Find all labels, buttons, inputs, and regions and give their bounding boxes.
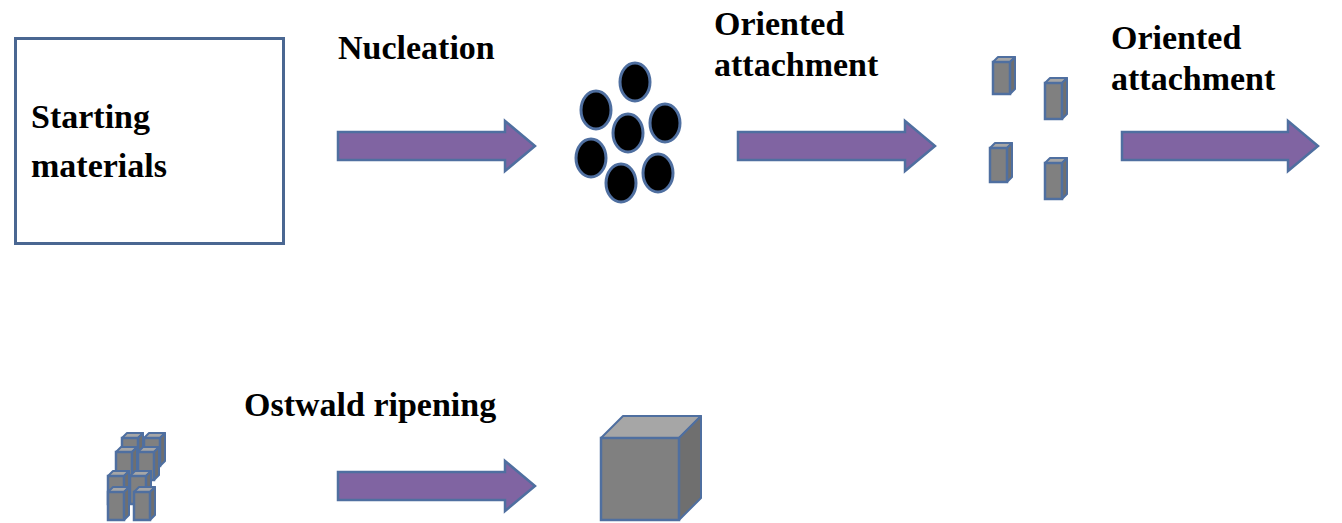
process-arrow [338,461,535,511]
crystal-rod [1045,158,1067,199]
process-arrow [1122,121,1318,171]
crystal-aggregate [134,487,155,520]
crystal-rod [990,143,1012,182]
box-label: Starting materials [31,92,231,191]
nucleus-particle [620,63,650,101]
process-box: Starting materials [14,37,285,245]
step-label: Oriented attachment [714,4,939,86]
step-label: Nucleation [338,28,598,69]
nucleus-particle [576,139,606,177]
nucleus-particle [581,91,611,129]
nucleus-particle [606,164,636,202]
nucleus-particle [643,154,673,192]
large-crystal-cube [601,416,701,520]
nucleus-particle [650,104,680,142]
nucleus-particle [613,114,643,152]
step-label: Oriented attachment [1111,18,1336,100]
process-arrow [338,121,535,171]
crystal-rod [993,57,1015,94]
crystal-aggregate [108,487,129,520]
process-arrow [738,121,935,171]
step-label: Ostwald ripening [244,385,584,426]
crystal-rod [1045,78,1067,119]
